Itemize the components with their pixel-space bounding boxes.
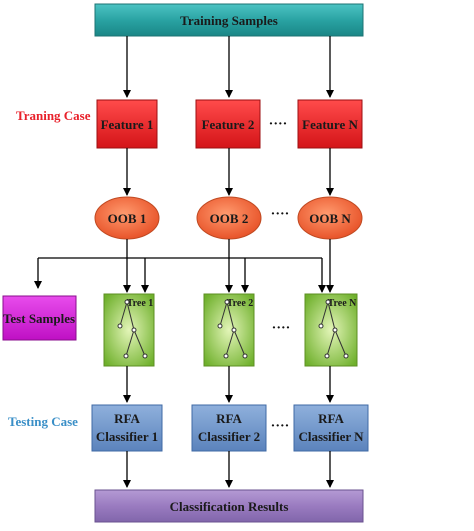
classifier-line2-n: Classifier N xyxy=(298,429,364,444)
feature-label-1: Feature 1 xyxy=(101,117,154,132)
oob-label-1: OOB 1 xyxy=(108,211,147,226)
tree-label-1: Tree 1 xyxy=(127,298,154,309)
test-samples-box xyxy=(2,295,77,341)
top-to-feature-arrows xyxy=(123,36,334,98)
classification-results-box xyxy=(94,489,364,523)
feature-box-2 xyxy=(195,99,261,149)
classifier-box-n xyxy=(293,404,369,452)
tree-to-classifier-arrows xyxy=(123,366,334,403)
training-samples-label: Training Samples xyxy=(180,13,278,28)
classification-results-label: Classification Results xyxy=(170,499,289,514)
oob-label-n: OOB N xyxy=(309,211,351,226)
oob-label-2: OOB 2 xyxy=(210,211,249,226)
feature-label-2: Feature 2 xyxy=(202,117,255,132)
oob-to-tree-arrows xyxy=(34,239,334,293)
feature-to-oob-arrows xyxy=(123,148,334,196)
testing-case-label: Testing Case xyxy=(8,414,78,429)
classifier-line2-2: Classifier 2 xyxy=(198,429,260,444)
feature-label-n: Feature N xyxy=(302,117,358,132)
tree-graph-icon xyxy=(318,299,349,359)
feature-box-1 xyxy=(96,99,158,149)
classifier-box-2 xyxy=(191,404,267,452)
classifier-line2-1: Classifier 1 xyxy=(96,429,158,444)
tree-graph-icon xyxy=(217,299,248,359)
tree-graph-icon xyxy=(117,299,148,359)
tree-ellipsis: ···· xyxy=(272,321,291,336)
training-samples-box xyxy=(94,3,364,37)
classifier-line1-n: RFA xyxy=(318,411,344,426)
classifier-ellipsis: ···· xyxy=(271,419,290,434)
classifier-line1-2: RFA xyxy=(216,411,242,426)
tree-box-2: Tree 2 xyxy=(203,293,255,367)
feature-ellipsis: ···· xyxy=(269,117,288,132)
training-case-label: Traning Case xyxy=(16,108,91,123)
classifier-to-result-arrows xyxy=(123,451,334,488)
test-samples-label: Test Samples xyxy=(3,311,75,326)
classifier-line1-1: RFA xyxy=(114,411,140,426)
tree-box-n: Tree N xyxy=(304,293,358,367)
tree-box-1: Tree 1 xyxy=(103,293,155,367)
tree-label-n: Tree N xyxy=(328,298,358,309)
tree-label-2: Tree 2 xyxy=(227,298,254,309)
classifier-box-1 xyxy=(91,404,163,452)
oob-ellipsis: ···· xyxy=(271,207,290,222)
